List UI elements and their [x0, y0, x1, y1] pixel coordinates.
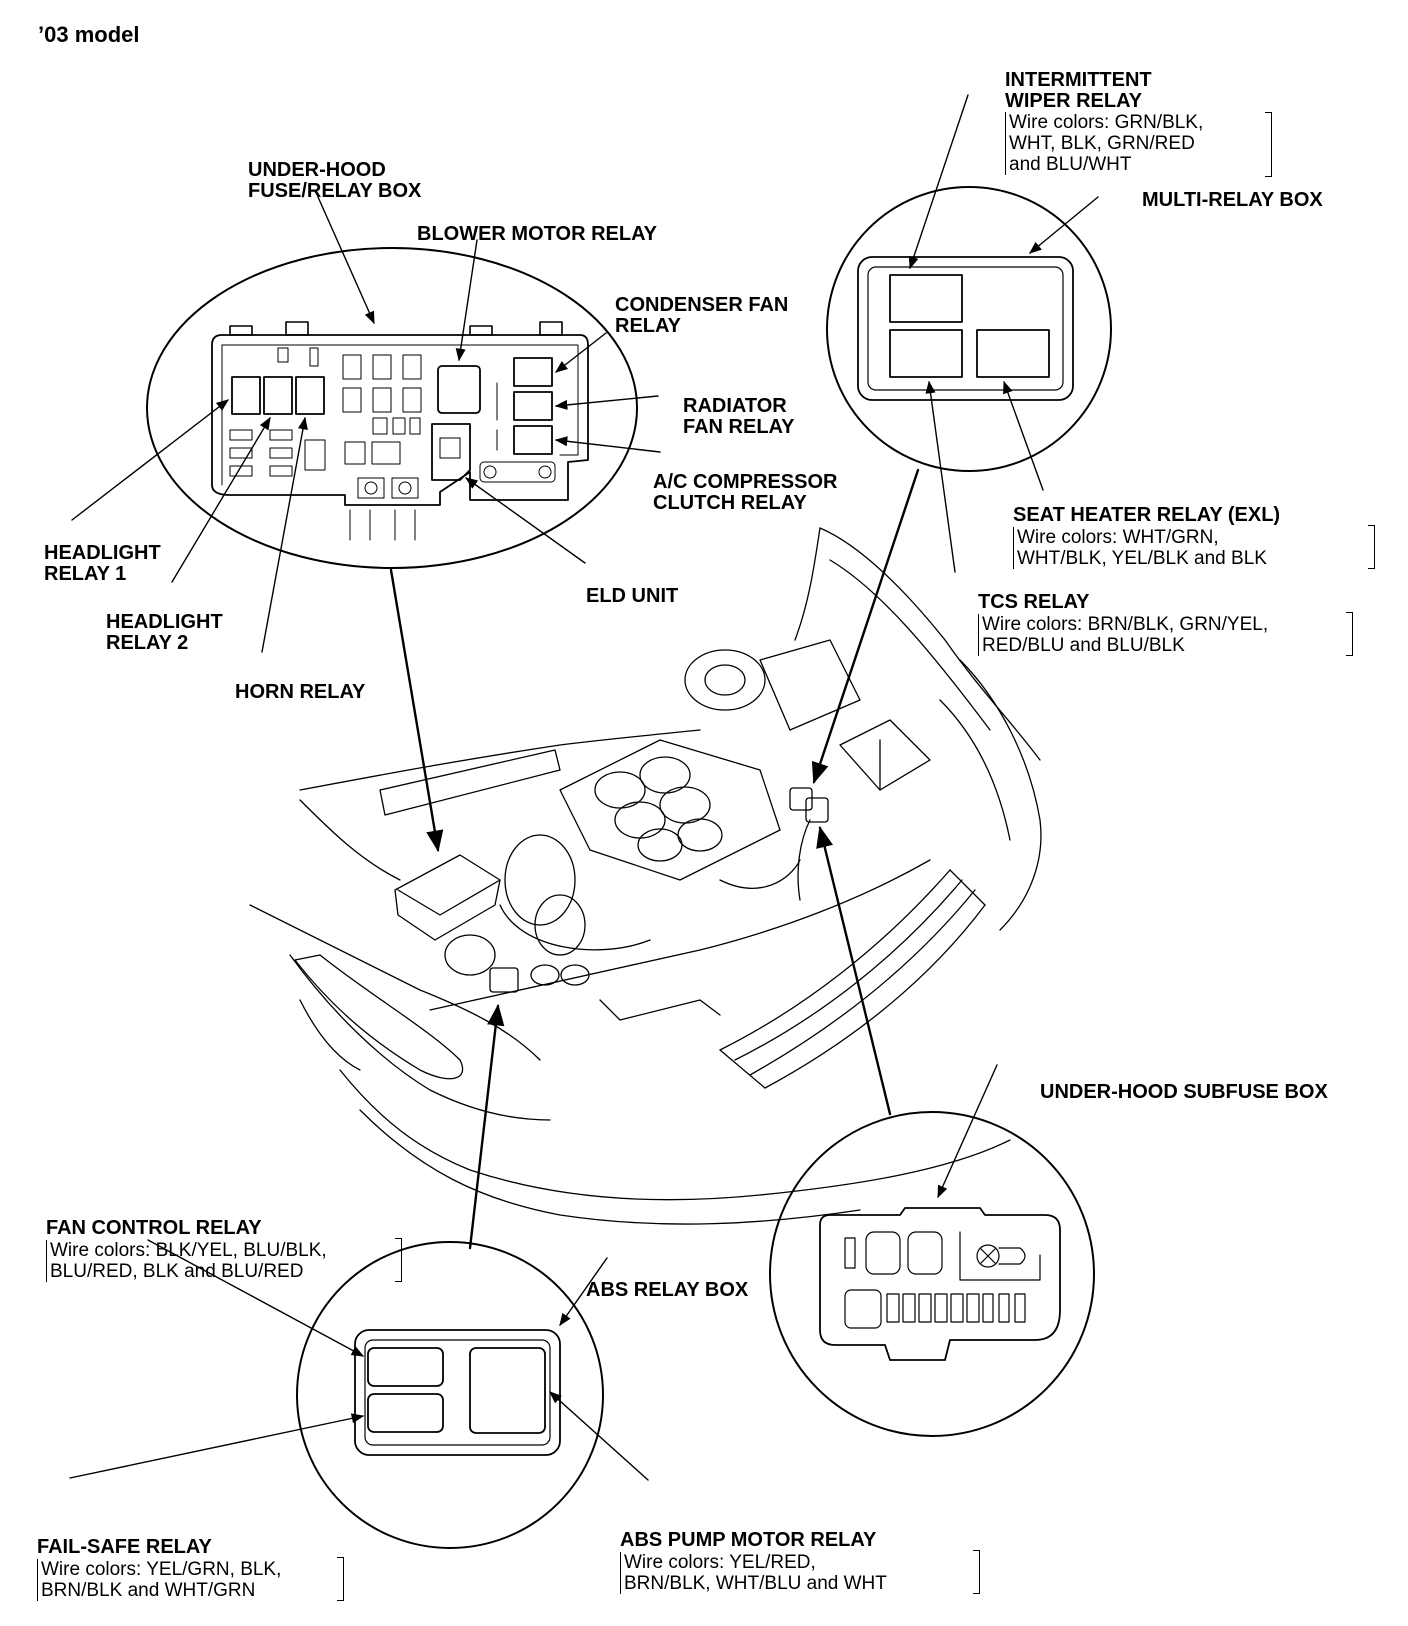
label-line: INTERMITTENT — [1005, 69, 1152, 91]
car-illustration — [249, 527, 1042, 1225]
label-intermittent-wiper-relay: INTERMITTENT WIPER RELAY — [1005, 70, 1152, 112]
note-line: Wire colors: WHT/GRN, — [1017, 527, 1219, 548]
label-line: RELAY 1 — [44, 563, 127, 585]
label-radiator-fan-relay: RADIATOR FAN RELAY — [683, 396, 795, 438]
bracket — [1265, 112, 1272, 177]
label-horn-relay: HORN RELAY — [235, 681, 366, 703]
note-line: and BLU/WHT — [1009, 154, 1132, 175]
note-line: Wire colors: YEL/RED, — [624, 1552, 816, 1573]
abs-relay-box-inset — [296, 1241, 604, 1549]
label-line: WIPER RELAY — [1005, 90, 1143, 112]
label-fail-safe-relay: FAIL-SAFE RELAY — [37, 1536, 212, 1558]
label-condenser-fan-relay: CONDENSER FAN RELAY — [615, 295, 788, 337]
note-line: Wire colors: BRN/BLK, GRN/YEL, — [982, 614, 1269, 635]
note-line: BLU/RED, BLK and BLU/RED — [50, 1261, 304, 1282]
page-title: ’03 model — [38, 22, 140, 47]
label-eld-unit: ELD UNIT — [586, 585, 679, 607]
label-abs-relay-box: ABS RELAY BOX — [586, 1279, 749, 1301]
note-line: Wire colors: YEL/GRN, BLK, — [41, 1559, 282, 1580]
multi-relay-box-inset — [826, 186, 1112, 472]
underhood-subfuse-box-inset — [769, 1111, 1095, 1437]
bracket — [973, 1550, 980, 1594]
label-underhood-fuse-relay-box: UNDER-HOOD FUSE/RELAY BOX — [248, 160, 421, 202]
label-line: RELAY — [615, 315, 681, 337]
label-underhood-subfuse-box: UNDER-HOOD SUBFUSE BOX — [1040, 1081, 1328, 1103]
note-line: BRN/BLK, WHT/BLU and WHT — [624, 1573, 887, 1594]
note-line: Wire colors: BLK/YEL, BLU/BLK, — [50, 1240, 327, 1261]
note-line: Wire colors: GRN/BLK, — [1009, 112, 1204, 133]
note-line: BRN/BLK and WHT/GRN — [41, 1580, 256, 1601]
label-line: CONDENSER FAN — [615, 294, 789, 316]
label-ac-compressor-clutch-relay: A/C COMPRESSOR CLUTCH RELAY — [653, 472, 837, 514]
label-line: A/C COMPRESSOR — [653, 471, 838, 493]
note-line: RED/BLU and BLU/BLK — [982, 635, 1185, 656]
label-line: HEADLIGHT — [106, 611, 223, 633]
label-line: FUSE/RELAY BOX — [248, 180, 422, 202]
label-line: RELAY 2 — [106, 632, 189, 654]
label-fan-control-relay: FAN CONTROL RELAY — [46, 1217, 262, 1239]
underhood-fuse-relay-box-inset — [146, 247, 638, 569]
leader-lines — [69, 94, 1099, 1481]
bracket — [395, 1238, 402, 1282]
label-line: HEADLIGHT — [44, 542, 161, 564]
note-fan-control-wires: Wire colors: BLK/YEL, BLU/BLK, BLU/RED, … — [46, 1240, 327, 1282]
label-line: FAN RELAY — [683, 416, 795, 438]
label-abs-pump-motor-relay: ABS PUMP MOTOR RELAY — [620, 1529, 877, 1551]
bracket — [1346, 612, 1353, 656]
note-line: WHT, BLK, GRN/RED — [1009, 133, 1195, 154]
label-multi-relay-box: MULTI-RELAY BOX — [1142, 189, 1323, 211]
label-line: RADIATOR — [683, 395, 787, 417]
label-headlight-relay-2: HEADLIGHT RELAY 2 — [106, 612, 223, 654]
label-line: CLUTCH RELAY — [653, 492, 807, 514]
note-seat-heater-wires: Wire colors: WHT/GRN, WHT/BLK, YEL/BLK a… — [1013, 527, 1267, 569]
label-tcs-relay: TCS RELAY — [978, 591, 1090, 613]
note-fail-safe-wires: Wire colors: YEL/GRN, BLK, BRN/BLK and W… — [37, 1559, 281, 1601]
note-tcs-wires: Wire colors: BRN/BLK, GRN/YEL, RED/BLU a… — [978, 614, 1268, 656]
bracket — [1368, 525, 1375, 569]
label-seat-heater-relay: SEAT HEATER RELAY (EXL) — [1013, 504, 1281, 526]
label-line: UNDER-HOOD — [248, 159, 386, 181]
label-headlight-relay-1: HEADLIGHT RELAY 1 — [44, 543, 161, 585]
bracket — [337, 1557, 344, 1601]
note-line: WHT/BLK, YEL/BLK and BLK — [1017, 548, 1267, 569]
label-blower-motor-relay: BLOWER MOTOR RELAY — [417, 223, 658, 245]
note-intermittent-wiper-wires: Wire colors: GRN/BLK, WHT, BLK, GRN/RED … — [1005, 112, 1203, 175]
note-abs-pump-motor-wires: Wire colors: YEL/RED, BRN/BLK, WHT/BLU a… — [620, 1552, 887, 1594]
